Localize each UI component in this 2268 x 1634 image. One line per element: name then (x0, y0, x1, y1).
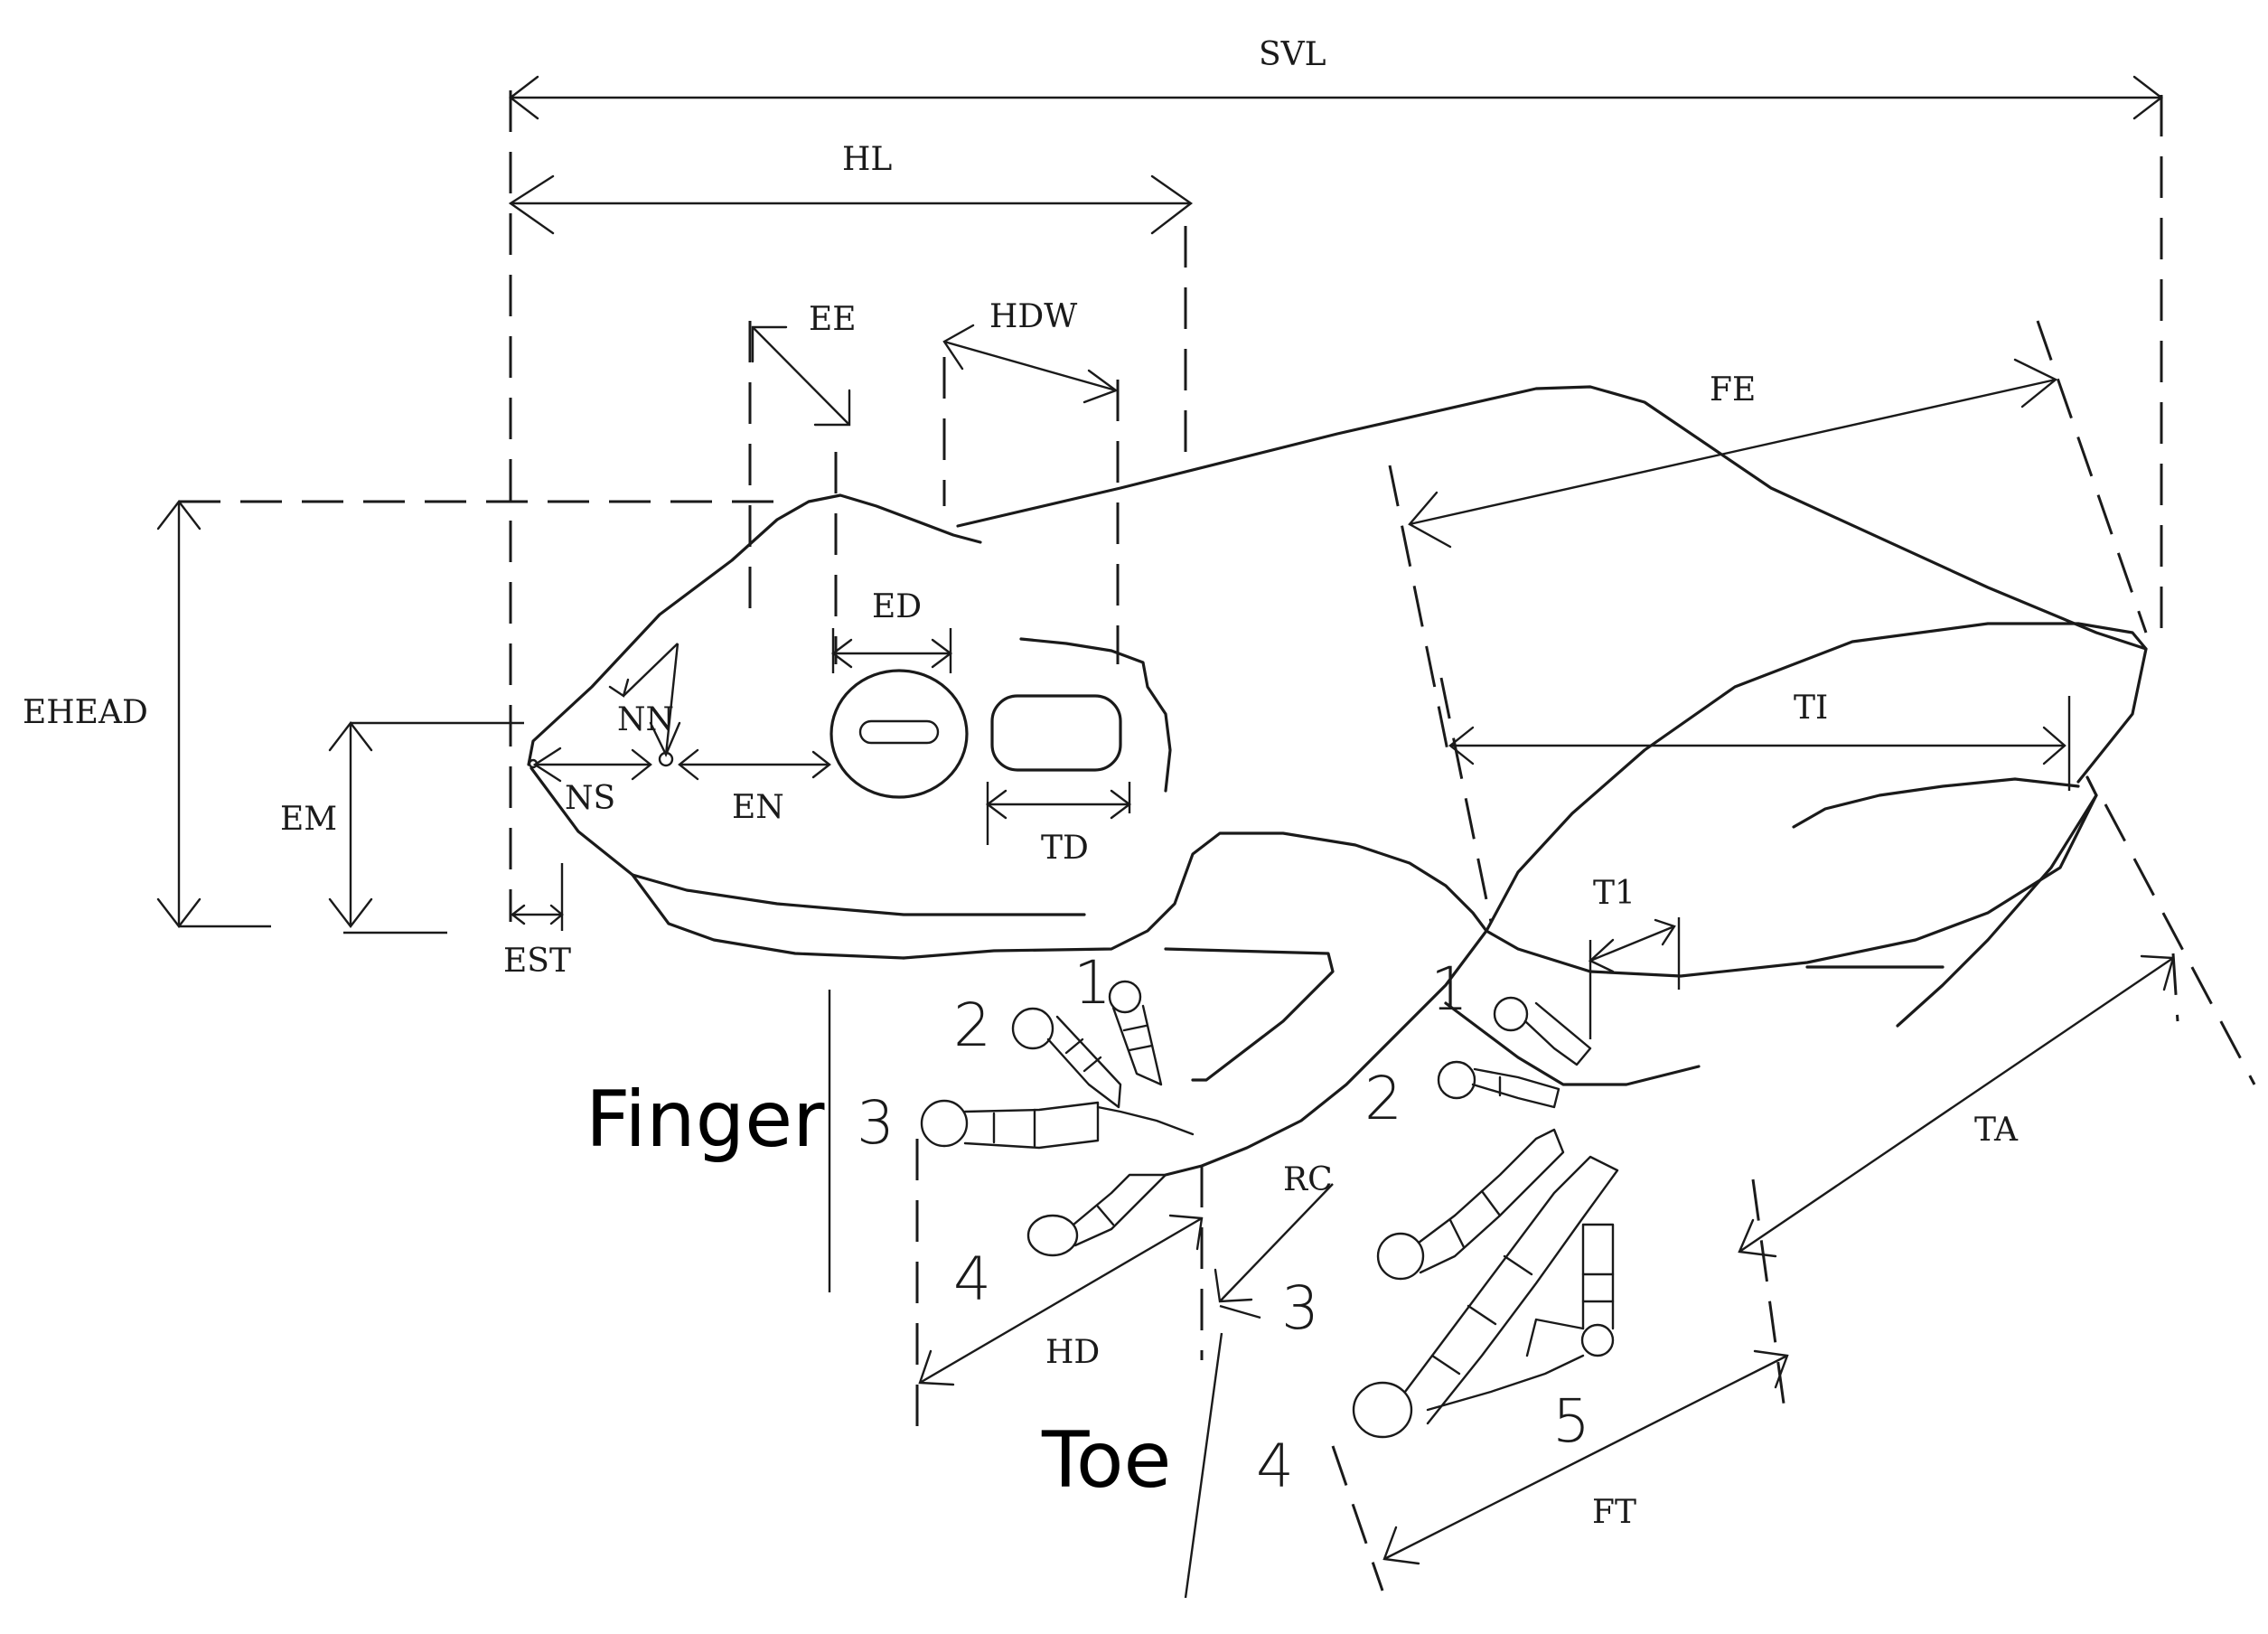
toe-5-shape (1580, 1223, 1615, 1357)
finger-number-2: 2 (953, 991, 991, 1060)
label-ta: TA (1974, 1112, 2019, 1149)
label-toe: Toe (1041, 1415, 1171, 1506)
toe-4-shape (1352, 1155, 1619, 1439)
toe-3-shape (1376, 1128, 1565, 1281)
toe-2-shape (1437, 1060, 1560, 1109)
digit-numbers: 1 2 3 4 1 2 3 4 5 (857, 948, 1590, 1501)
measurement-labels: SVL HL EE HDW FE EHEAD EM NN NS EN ED TD… (23, 36, 2019, 1531)
hand-fingers (920, 980, 1195, 1257)
label-nn: NN (617, 701, 674, 738)
eye-pupil (858, 719, 940, 745)
finger-2-shape (1011, 1007, 1122, 1109)
label-ft: FT (1592, 1494, 1636, 1531)
label-t1: T1 (1593, 875, 1635, 912)
toe-number-4: 4 (1256, 1432, 1294, 1501)
finger-4-shape (1026, 1173, 1167, 1257)
label-hl: HL (842, 141, 892, 178)
dimension-lines (156, 75, 2175, 1599)
label-fe: FE (1710, 371, 1756, 408)
label-ehead: EHEAD (23, 694, 148, 731)
label-rc: RC (1283, 1161, 1333, 1198)
label-est: EST (503, 943, 571, 980)
label-ee: EE (809, 301, 857, 338)
frog-body-outline (527, 385, 2148, 1177)
foot-toes (1352, 996, 1619, 1439)
label-hd: HD (1045, 1334, 1100, 1371)
label-ns: NS (565, 780, 615, 817)
eye (829, 669, 969, 799)
toe-number-3: 3 (1281, 1273, 1319, 1343)
toe-number-1: 1 (1430, 954, 1468, 1024)
finger-number-1: 1 (1073, 948, 1111, 1018)
toe-1-shape (1493, 996, 1592, 1066)
finger-number-3: 3 (857, 1088, 895, 1158)
label-svl: SVL (1259, 36, 1326, 73)
label-td: TD (1041, 830, 1089, 867)
label-en: EN (732, 789, 784, 826)
label-ed: ED (872, 588, 922, 625)
toe-number-2: 2 (1364, 1064, 1402, 1133)
finger-1-shape (1108, 980, 1163, 1086)
tympanum (990, 694, 1122, 772)
finger-number-4: 4 (953, 1244, 991, 1314)
label-finger: Finger (586, 1075, 825, 1165)
label-hdw: HDW (989, 298, 1077, 335)
label-ti: TI (1794, 690, 1828, 727)
toe-number-5: 5 (1552, 1386, 1590, 1456)
reference-dashed-lines (179, 90, 2256, 1592)
finger-3-shape (920, 1099, 1100, 1150)
label-em: EM (280, 801, 337, 838)
